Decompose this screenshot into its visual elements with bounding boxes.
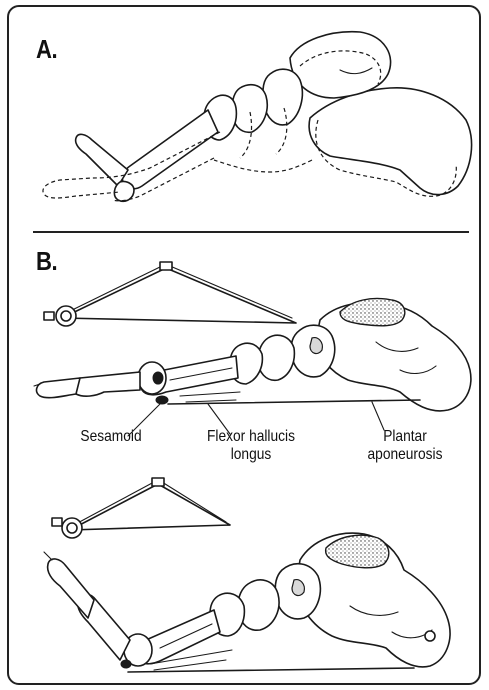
panel-b-upper-drawing	[34, 262, 471, 436]
frame-hinge-top	[160, 262, 172, 270]
pointer-plantar	[372, 402, 384, 430]
plantar-aponeurosis-line2: aponeurosis	[358, 446, 453, 464]
sesamoid-label: Sesamoid	[64, 428, 159, 446]
plantar-aponeurosis-label: Plantar aponeurosis	[358, 428, 453, 464]
calcaneus-solid	[309, 88, 471, 195]
plantar-aponeurosis-line-top	[168, 400, 420, 404]
plantar-aponeurosis-line-bottom	[128, 668, 414, 672]
flexor-hallucis-label: Flexor hallucis longus	[195, 428, 307, 464]
navicular-solid	[263, 69, 302, 125]
plantar-aponeurosis-line1: Plantar	[358, 428, 453, 446]
sesamoid-bone	[156, 396, 168, 404]
metatarsal-solid	[122, 110, 218, 189]
panel-b-lower-drawing	[44, 478, 450, 672]
frame-hinge-bottom	[152, 478, 164, 486]
flexor-hallucis-line2: longus	[195, 446, 307, 464]
windlass-frame-bottom	[70, 484, 230, 530]
flexor-hallucis-line1: Flexor hallucis	[195, 428, 307, 446]
panel-a-foot-drawing	[43, 32, 472, 202]
talus-solid	[290, 32, 391, 98]
phalanx-b1	[73, 372, 140, 396]
windlass-frame-top	[62, 268, 296, 323]
